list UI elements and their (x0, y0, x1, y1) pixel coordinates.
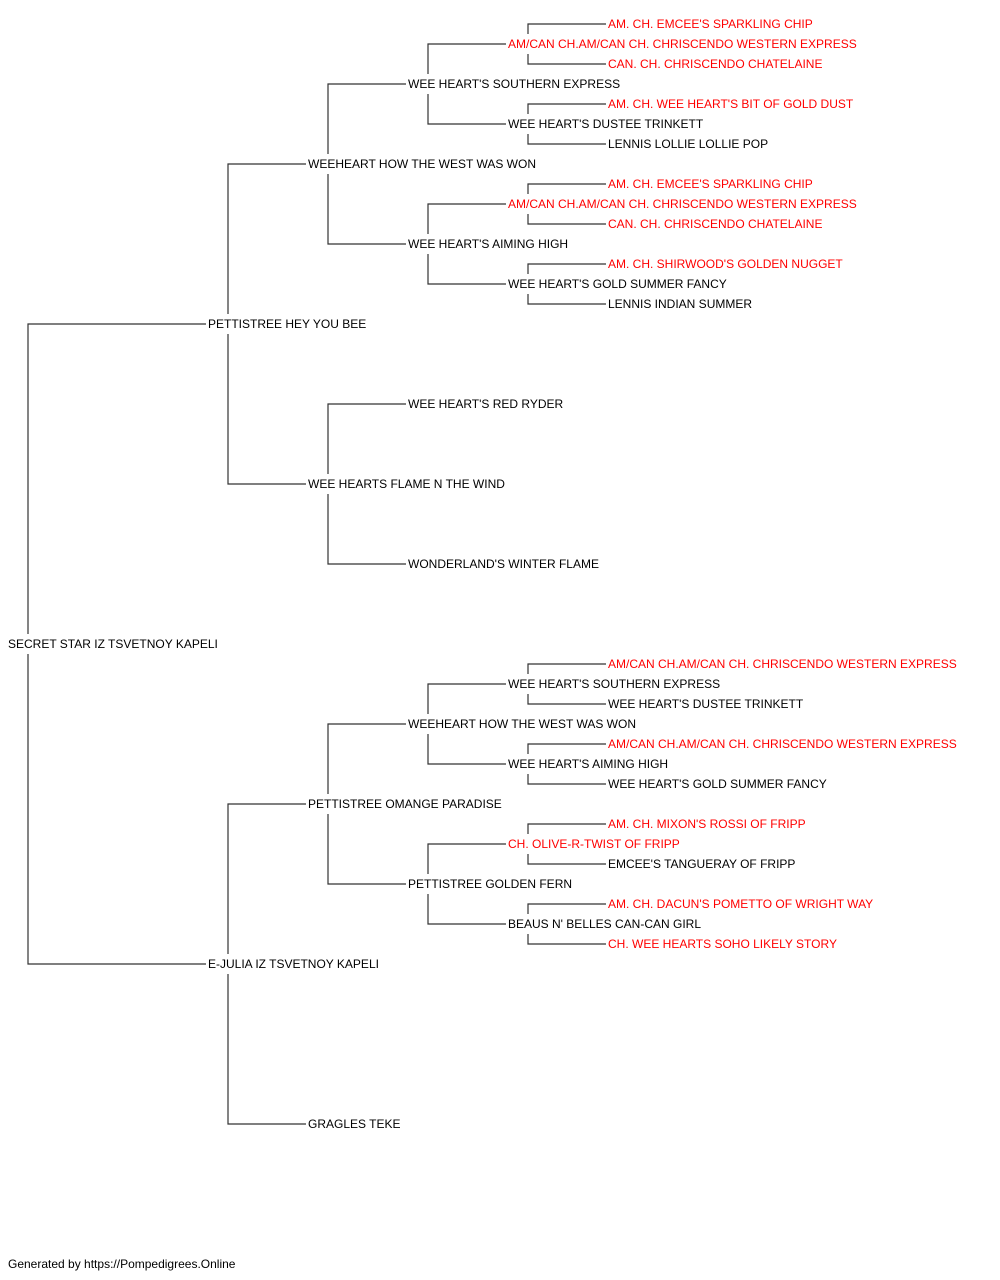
pedigree-name-sire.sire.dam.dam.sire: AM. CH. SHIRWOOD'S GOLDEN NUGGET (608, 257, 845, 271)
connector-sire.sire.dam.sire-dam (527, 214, 606, 225)
connector-sire.sire.dam.dam-dam (527, 294, 606, 305)
pedigree-name-dam.sire.dam.sire: CH. OLIVE-R-TWIST OF FRIPP (508, 837, 682, 851)
connector-dam.sire.dam.sire-dam (527, 854, 606, 865)
connector-dam.sire.sire.dam-dam (527, 774, 606, 785)
connector-subject-dam (27, 654, 206, 965)
connector-dam.sire.dam-sire (427, 843, 506, 874)
connector-sire.sire.sire.sire-sire (527, 23, 606, 34)
footer-credit: Generated by https://Pompedigrees.Online (8, 1257, 236, 1271)
pedigree-name-dam.sire.dam.dam.dam: CH. WEE HEARTS SOHO LIKELY STORY (608, 937, 839, 951)
connector-sire.dam-sire (327, 403, 406, 474)
pedigree-name-sire.sire: WEEHEART HOW THE WEST WAS WON (308, 157, 539, 171)
pedigree-name-sire.sire.dam.dam.dam: LENNIS INDIAN SUMMER (608, 297, 755, 311)
pedigree-name-dam.sire.sire.dam.sire: AM/CAN CH.AM/CAN CH. CHRISCENDO WESTERN … (608, 737, 959, 751)
connector-dam.sire.sire.dam-sire (527, 743, 606, 754)
pedigree-name-dam.sire.dam.sire.sire: AM. CH. MIXON'S ROSSI OF FRIPP (608, 817, 808, 831)
pedigree-name-dam.sire.sire.dam: WEE HEART'S AIMING HIGH (508, 757, 671, 771)
connector-dam.sire.sire-sire (427, 683, 506, 714)
pedigree-name-sire.sire.dam.sire.dam: CAN. CH. CHRISCENDO CHATELAINE (608, 217, 825, 231)
connector-dam.sire.sire.sire-dam (527, 694, 606, 705)
pedigree-name-sire.sire.dam: WEE HEART'S AIMING HIGH (408, 237, 571, 251)
pedigree-name-dam.dam: GRAGLES TEKE (308, 1117, 403, 1131)
connector-sire-sire (227, 163, 306, 314)
connector-sire.sire.sire.dam-sire (527, 103, 606, 114)
connector-dam.sire-sire (327, 723, 406, 794)
pedigree-name-dam.sire.sire.sire: WEE HEART'S SOUTHERN EXPRESS (508, 677, 723, 691)
pedigree-name-sire.sire.sire.dam: WEE HEART'S DUSTEE TRINKETT (508, 117, 706, 131)
pedigree-name-dam: E-JULIA IZ TSVETNOY KAPELI (208, 957, 381, 971)
pedigree-name-sire.dam.sire: WEE HEART'S RED RYDER (408, 397, 566, 411)
connector-dam.sire.sire.sire-sire (527, 663, 606, 674)
connector-sire.sire-dam (327, 174, 406, 245)
pedigree-name-sire.sire.sire.sire.dam: CAN. CH. CHRISCENDO CHATELAINE (608, 57, 825, 71)
connector-dam.sire.dam.dam-dam (527, 934, 606, 945)
connector-dam.sire.dam.sire-sire (527, 823, 606, 834)
connector-sire.sire.sire-dam (427, 94, 506, 125)
pedigree-name-dam.sire.sire: WEEHEART HOW THE WEST WAS WON (408, 717, 639, 731)
pedigree-name-sire.sire.dam.sire.sire: AM. CH. EMCEE'S SPARKLING CHIP (608, 177, 815, 191)
connector-sire.sire.dam.dam-sire (527, 263, 606, 274)
pedigree-name-sire.sire.sire.dam.sire: AM. CH. WEE HEART'S BIT OF GOLD DUST (608, 97, 856, 111)
connector-sire-dam (227, 334, 306, 485)
pedigree-name-dam.sire.sire.sire.dam: WEE HEART'S DUSTEE TRINKETT (608, 697, 806, 711)
connector-sire.sire.dam.sire-sire (527, 183, 606, 194)
pedigree-name-dam.sire.dam.dam: BEAUS N' BELLES CAN-CAN GIRL (508, 917, 704, 931)
connector-dam-dam (227, 974, 306, 1125)
pedigree-name-sire.sire.sire.sire.sire: AM. CH. EMCEE'S SPARKLING CHIP (608, 17, 815, 31)
connector-dam.sire.dam-dam (427, 894, 506, 925)
pedigree-name-sire.sire.dam.sire: AM/CAN CH.AM/CAN CH. CHRISCENDO WESTERN … (508, 197, 859, 211)
pedigree-name-sire.dam: WEE HEARTS FLAME N THE WIND (308, 477, 507, 491)
connector-sire.sire.dam-dam (427, 254, 506, 285)
connector-dam.sire.sire-dam (427, 734, 506, 765)
connector-sire.dam-dam (327, 494, 406, 565)
connector-sire.sire-sire (327, 83, 406, 154)
pedigree-subject: SECRET STAR IZ TSVETNOY KAPELI (8, 637, 220, 651)
pedigree-name-sire.sire.sire.dam.dam: LENNIS LOLLIE LOLLIE POP (608, 137, 771, 151)
connector-dam.sire-dam (327, 814, 406, 885)
pedigree-name-sire.sire.sire.sire: AM/CAN CH.AM/CAN CH. CHRISCENDO WESTERN … (508, 37, 859, 51)
pedigree-name-dam.sire.sire.sire.sire: AM/CAN CH.AM/CAN CH. CHRISCENDO WESTERN … (608, 657, 959, 671)
pedigree-name-dam.sire: PETTISTREE OMANGE PARADISE (308, 797, 504, 811)
connector-sire.sire.sire.sire-dam (527, 54, 606, 65)
pedigree-name-sire.sire.dam.dam: WEE HEART'S GOLD SUMMER FANCY (508, 277, 729, 291)
pedigree-name-dam.sire.dam: PETTISTREE GOLDEN FERN (408, 877, 575, 891)
connector-sire.sire.sire.dam-dam (527, 134, 606, 145)
connector-dam-sire (227, 803, 306, 954)
connector-dam.sire.dam.dam-sire (527, 903, 606, 914)
pedigree-name-dam.sire.dam.dam.sire: AM. CH. DACUN'S POMETTO OF WRIGHT WAY (608, 897, 876, 911)
pedigree-name-sire.sire.sire: WEE HEART'S SOUTHERN EXPRESS (408, 77, 623, 91)
pedigree-name-dam.sire.dam.sire.dam: EMCEE'S TANGUERAY OF FRIPP (608, 857, 798, 871)
connector-sire.sire.sire-sire (427, 43, 506, 74)
pedigree-name-dam.sire.sire.dam.dam: WEE HEART'S GOLD SUMMER FANCY (608, 777, 829, 791)
pedigree-name-sire: PETTISTREE HEY YOU BEE (208, 317, 369, 331)
connector-subject-sire (27, 323, 206, 634)
pedigree-name-sire.dam.dam: WONDERLAND'S WINTER FLAME (408, 557, 601, 571)
connector-sire.sire.dam-sire (427, 203, 506, 234)
